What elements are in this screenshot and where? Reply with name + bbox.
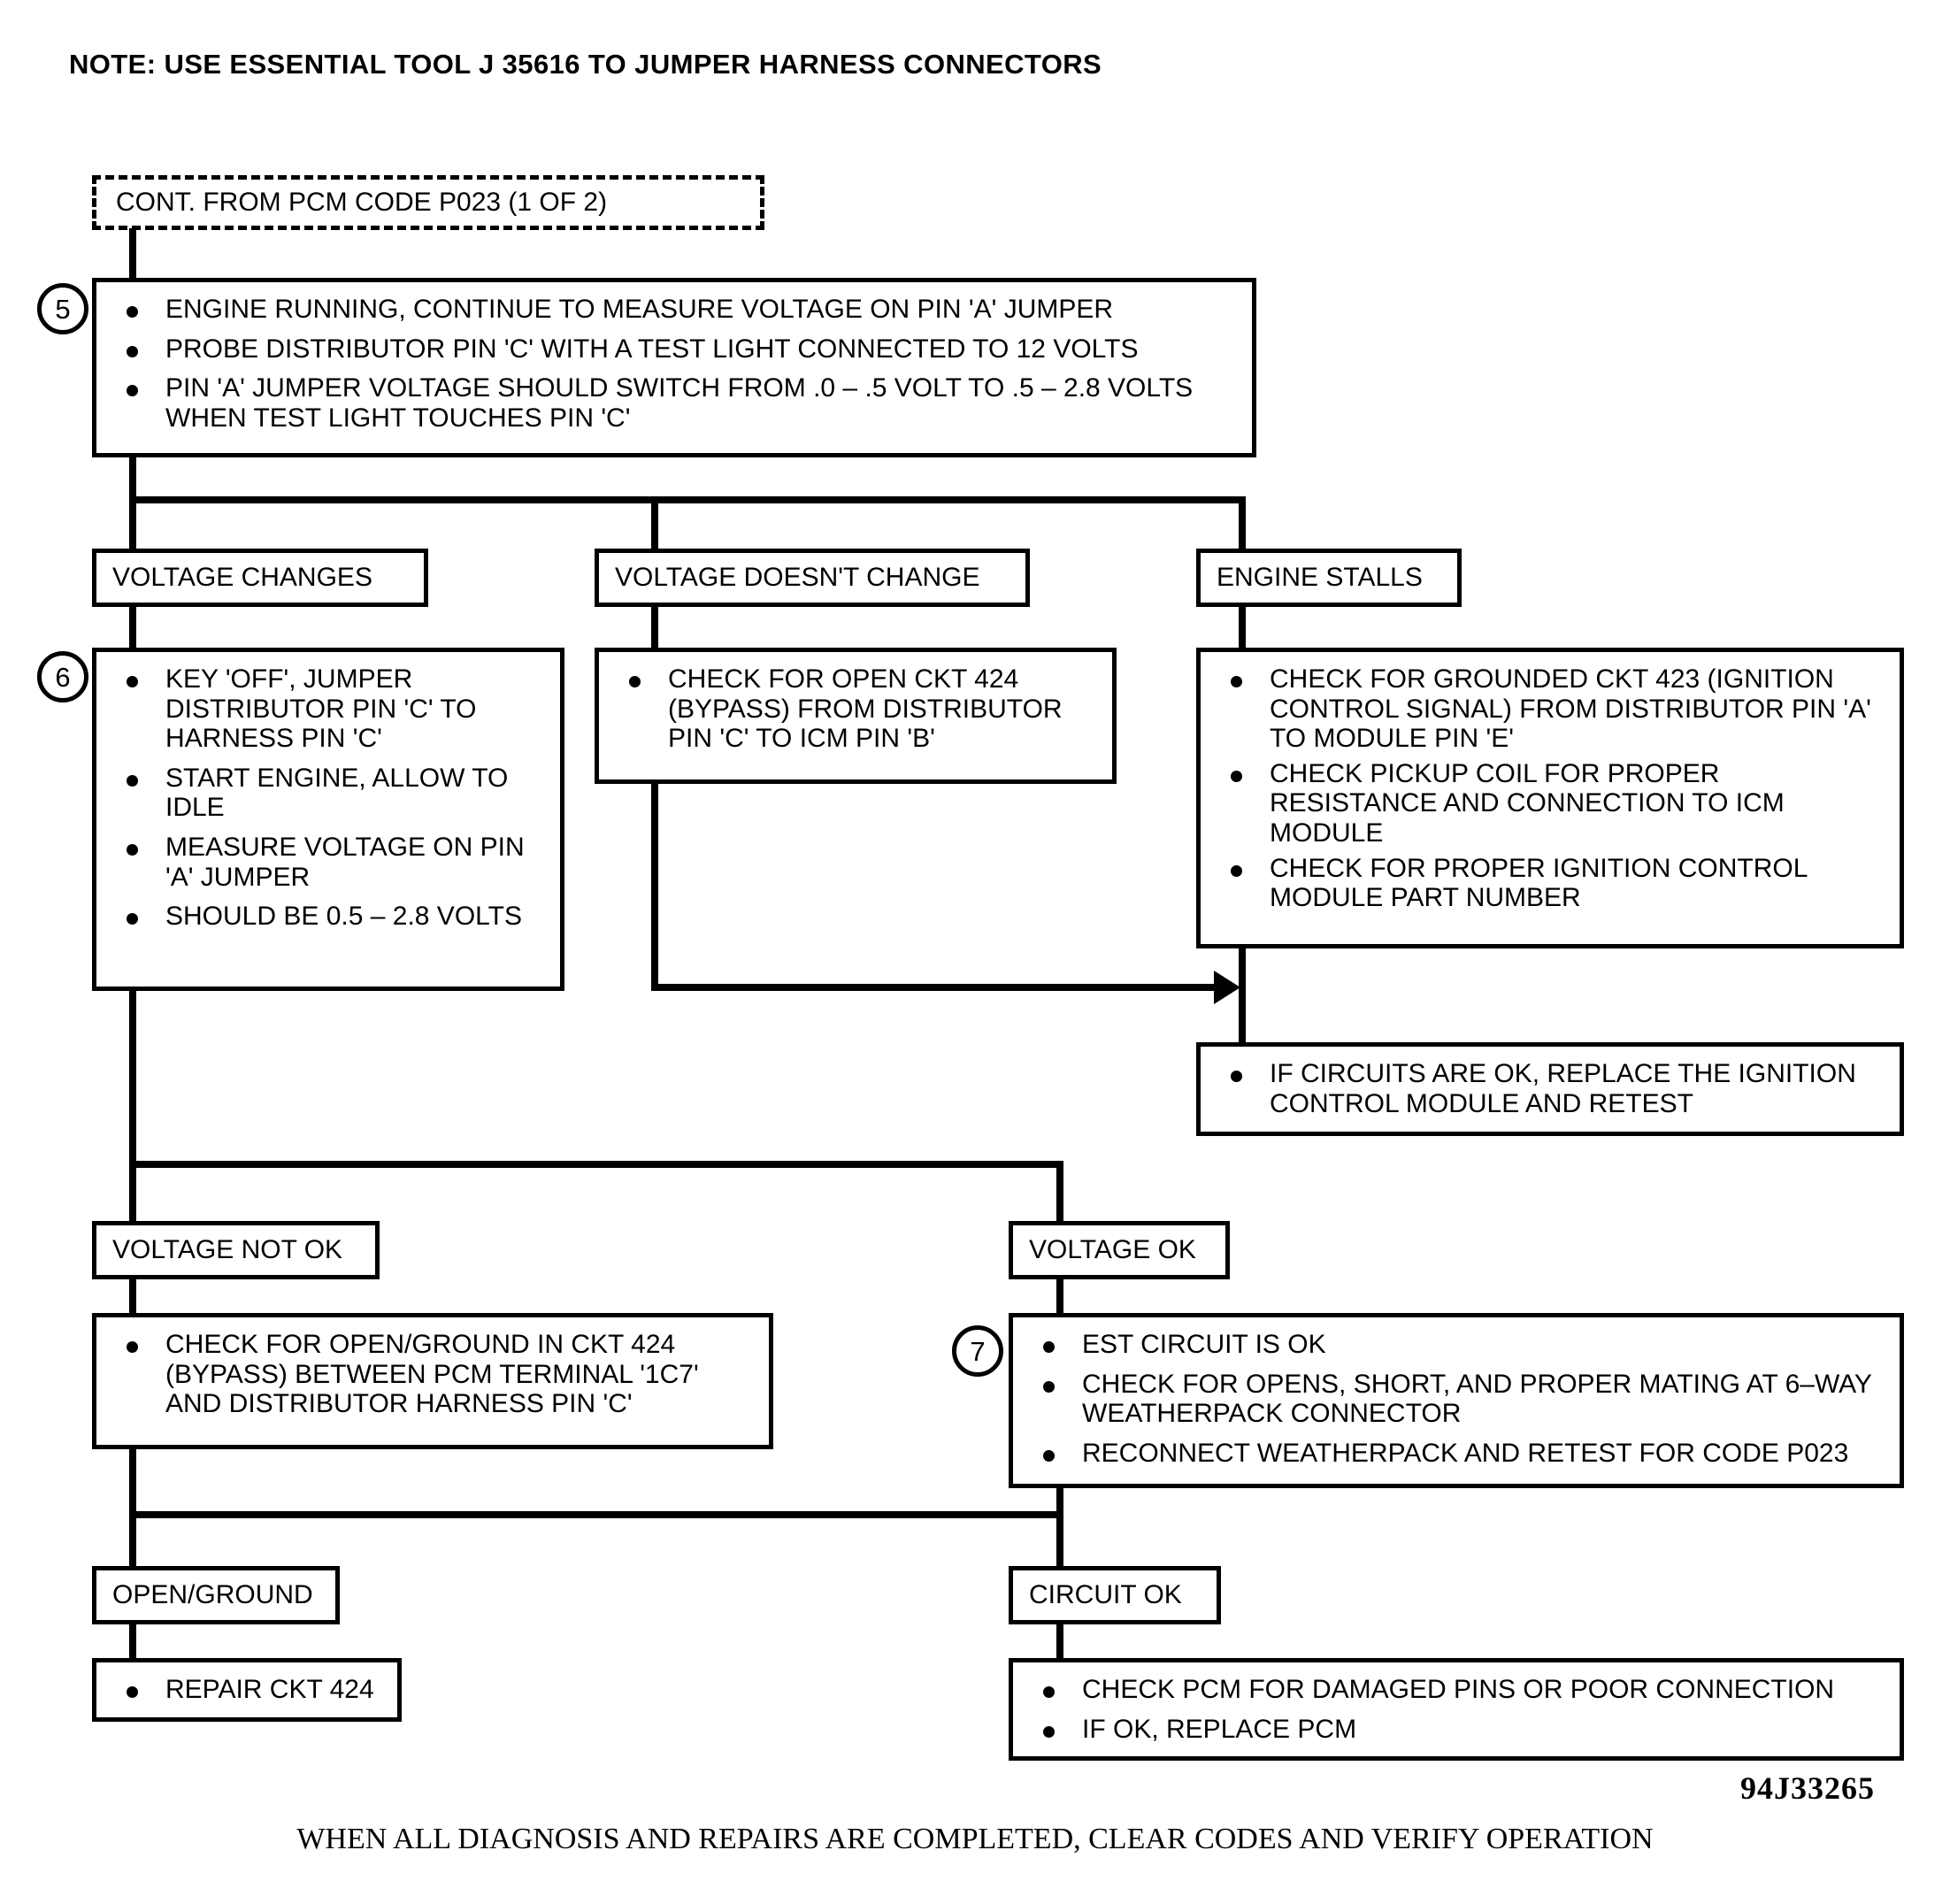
branch-voltage-changes-label: VOLTAGE CHANGES bbox=[112, 563, 372, 592]
step6-bullet-list: KEY 'OFF', JUMPER DISTRIBUTOR PIN 'C' TO… bbox=[96, 652, 560, 940]
connector-to-voltage-not-ok bbox=[129, 1161, 136, 1221]
step-marker-7-label: 7 bbox=[970, 1335, 986, 1367]
connector-to-open-ground bbox=[129, 1511, 136, 1566]
result-open-ground: OPEN/GROUND bbox=[92, 1566, 340, 1624]
connector-not-ok-to-check-box bbox=[129, 1279, 136, 1315]
step5-bullet-3: PIN 'A' JUMPER VOLTAGE SHOULD SWITCH FRO… bbox=[118, 373, 1238, 433]
engine-stalls-bullet-2: CHECK PICKUP COIL FOR PROPER RESISTANCE … bbox=[1222, 759, 1885, 848]
pcm-check-bullet-1: CHECK PCM FOR DAMAGED PINS OR POOR CONNE… bbox=[1034, 1675, 1885, 1705]
open-ckt-424-box: CHECK FOR OPEN CKT 424 (BYPASS) FROM DIS… bbox=[595, 648, 1117, 784]
replace-icm-box: IF CIRCUITS ARE OK, REPLACE THE IGNITION… bbox=[1196, 1042, 1904, 1136]
connector-voltage-changes-to-step6 bbox=[129, 607, 136, 653]
connector-ok-to-step7 bbox=[1056, 1279, 1063, 1315]
check-open-ground-bullet-1: CHECK FOR OPEN/GROUND IN CKT 424 (BYPASS… bbox=[118, 1330, 755, 1419]
result-circuit-ok-label: CIRCUIT OK bbox=[1029, 1580, 1182, 1609]
figure-footer-note: WHEN ALL DIAGNOSIS AND REPAIRS ARE COMPL… bbox=[296, 1823, 1654, 1855]
branch-voltage-changes: VOLTAGE CHANGES bbox=[92, 549, 428, 607]
connector-fanout-bus bbox=[129, 496, 1246, 503]
open-ckt-424-bullet-list: CHECK FOR OPEN CKT 424 (BYPASS) FROM DIS… bbox=[599, 652, 1112, 763]
result-voltage-not-ok-label: VOLTAGE NOT OK bbox=[112, 1235, 343, 1264]
result-voltage-not-ok: VOLTAGE NOT OK bbox=[92, 1221, 380, 1279]
branch-voltage-doesnt-change-label: VOLTAGE DOESN'T CHANGE bbox=[615, 563, 980, 592]
step6-bullet-3: MEASURE VOLTAGE ON PIN 'A' JUMPER bbox=[118, 833, 546, 892]
step7-bullet-list: EST CIRCUIT IS OK CHECK FOR OPENS, SHORT… bbox=[1013, 1317, 1900, 1477]
repair-ckt-424-box: REPAIR CKT 424 bbox=[92, 1658, 402, 1722]
connector-stalls-to-check-box bbox=[1239, 607, 1246, 648]
repair-ckt-424-bullet-list: REPAIR CKT 424 bbox=[96, 1662, 397, 1714]
repair-ckt-424-bullet-1: REPAIR CKT 424 bbox=[118, 1675, 383, 1705]
connector-open-ckt-to-stalls-arrow bbox=[651, 984, 1217, 991]
result-voltage-ok: VOLTAGE OK bbox=[1009, 1221, 1230, 1279]
check-open-ground-box: CHECK FOR OPEN/GROUND IN CKT 424 (BYPASS… bbox=[92, 1313, 773, 1449]
connector-fanout-to-voltage-doesnt-change bbox=[651, 496, 658, 549]
open-ckt-424-bullet-1: CHECK FOR OPEN CKT 424 (BYPASS) FROM DIS… bbox=[620, 664, 1098, 754]
connector-step5-down bbox=[129, 457, 136, 503]
connector-open-ckt-down bbox=[651, 784, 658, 991]
connector-stalls-to-replace-icm bbox=[1239, 948, 1246, 1046]
replace-icm-bullet-1: IF CIRCUITS ARE OK, REPLACE THE IGNITION… bbox=[1222, 1059, 1885, 1118]
step6-bullet-2: START ENGINE, ALLOW TO IDLE bbox=[118, 764, 546, 823]
pcm-check-bullet-2: IF OK, REPLACE PCM bbox=[1034, 1715, 1885, 1745]
result-open-ground-label: OPEN/GROUND bbox=[112, 1580, 313, 1609]
check-open-ground-bullet-list: CHECK FOR OPEN/GROUND IN CKT 424 (BYPASS… bbox=[96, 1317, 769, 1428]
step5-box: ENGINE RUNNING, CONTINUE TO MEASURE VOLT… bbox=[92, 278, 1256, 457]
replace-icm-bullet-list: IF CIRCUITS ARE OK, REPLACE THE IGNITION… bbox=[1201, 1047, 1900, 1127]
connector-open-ground-to-repair bbox=[129, 1624, 136, 1660]
step5-bullet-2: PROBE DISTRIBUTOR PIN 'C' WITH A TEST LI… bbox=[118, 334, 1238, 365]
connector-to-voltage-ok bbox=[1056, 1161, 1063, 1221]
connector-check-open-ground-down bbox=[129, 1449, 136, 1518]
step6-bullet-1: KEY 'OFF', JUMPER DISTRIBUTOR PIN 'C' TO… bbox=[118, 664, 546, 754]
engine-stalls-check-box: CHECK FOR GROUNDED CKT 423 (IGNITION CON… bbox=[1196, 648, 1904, 948]
step7-bullet-3: RECONNECT WEATHERPACK AND RETEST FOR COD… bbox=[1034, 1439, 1885, 1469]
engine-stalls-bullet-1: CHECK FOR GROUNDED CKT 423 (IGNITION CON… bbox=[1222, 664, 1885, 754]
arrowhead-into-stalls-column bbox=[1214, 971, 1240, 1004]
step-marker-5-label: 5 bbox=[55, 293, 71, 325]
step-marker-6-label: 6 bbox=[55, 661, 71, 693]
engine-stalls-bullet-list: CHECK FOR GROUNDED CKT 423 (IGNITION CON… bbox=[1201, 652, 1900, 927]
step7-box: EST CIRCUIT IS OK CHECK FOR OPENS, SHORT… bbox=[1009, 1313, 1904, 1488]
note-header: NOTE: USE ESSENTIAL TOOL J 35616 TO JUMP… bbox=[69, 49, 1102, 80]
engine-stalls-bullet-3: CHECK FOR PROPER IGNITION CONTROL MODULE… bbox=[1222, 854, 1885, 913]
entry-node-cont-from-pcm-code: CONT. FROM PCM CODE P023 (1 OF 2) bbox=[92, 175, 764, 230]
connector-doesnt-change-to-open-ckt bbox=[651, 607, 658, 653]
connector-circuit-ok-to-pcm-box bbox=[1056, 1624, 1063, 1660]
branch-voltage-doesnt-change: VOLTAGE DOESN'T CHANGE bbox=[595, 549, 1030, 607]
step-marker-5: 5 bbox=[37, 283, 88, 334]
branch-engine-stalls-label: ENGINE STALLS bbox=[1217, 563, 1423, 592]
result-circuit-ok: CIRCUIT OK bbox=[1009, 1566, 1221, 1624]
connector-step6-down bbox=[129, 991, 136, 1168]
step5-bullet-list: ENGINE RUNNING, CONTINUE TO MEASURE VOLT… bbox=[96, 282, 1252, 441]
connector-fanout-to-voltage-changes bbox=[129, 496, 136, 549]
step6-bullet-4: SHOULD BE 0.5 – 2.8 VOLTS bbox=[118, 902, 546, 932]
step7-bullet-1: EST CIRCUIT IS OK bbox=[1034, 1330, 1885, 1360]
connector-step7-down-to-circuit-ok bbox=[1056, 1488, 1063, 1566]
step7-bullet-2: CHECK FOR OPENS, SHORT, AND PROPER MATIN… bbox=[1034, 1370, 1885, 1429]
entry-label: CONT. FROM PCM CODE P023 (1 OF 2) bbox=[116, 188, 608, 217]
step-marker-7: 7 bbox=[952, 1325, 1003, 1377]
connector-bottom-result-bus bbox=[129, 1511, 1063, 1518]
pcm-check-box: CHECK PCM FOR DAMAGED PINS OR POOR CONNE… bbox=[1009, 1658, 1904, 1761]
branch-engine-stalls: ENGINE STALLS bbox=[1196, 549, 1462, 607]
connector-fanout-to-engine-stalls bbox=[1239, 496, 1246, 549]
pcm-check-bullet-list: CHECK PCM FOR DAMAGED PINS OR POOR CONNE… bbox=[1013, 1662, 1900, 1753]
figure-id: 94J33265 bbox=[1740, 1770, 1875, 1806]
connector-voltage-result-bus bbox=[129, 1161, 1063, 1168]
step5-bullet-1: ENGINE RUNNING, CONTINUE TO MEASURE VOLT… bbox=[118, 295, 1238, 325]
step-marker-6: 6 bbox=[37, 651, 88, 702]
step6-box: KEY 'OFF', JUMPER DISTRIBUTOR PIN 'C' TO… bbox=[92, 648, 564, 991]
result-voltage-ok-label: VOLTAGE OK bbox=[1029, 1235, 1196, 1264]
connector-entry-to-step5 bbox=[129, 228, 136, 281]
